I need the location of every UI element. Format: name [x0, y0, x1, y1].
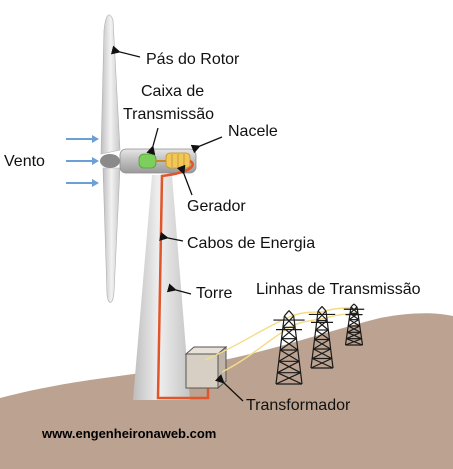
label-transformer: Transformador	[246, 397, 351, 414]
arrow-icon	[166, 283, 192, 295]
arrow-icon	[190, 136, 223, 154]
pylon	[273, 310, 305, 385]
arrow-icon	[214, 374, 244, 402]
rotor-blade-lower	[102, 167, 121, 303]
wind-arrow-icon	[66, 179, 99, 187]
transformer	[185, 353, 219, 389]
label-nacelle: Nacele	[228, 123, 278, 140]
ground	[0, 313, 453, 469]
pylon	[343, 303, 365, 346]
tower	[133, 175, 190, 400]
label-wind: Vento	[4, 153, 45, 170]
arrow-icon	[159, 231, 184, 242]
rotor-hub	[100, 154, 120, 168]
arrow-icon	[110, 45, 141, 58]
transmission-pylons	[273, 303, 365, 385]
label-generator: Gerador	[187, 198, 246, 215]
label-gearbox-line1: Caixa de	[141, 83, 204, 100]
label-rotor-blades: Pás do Rotor	[146, 51, 240, 68]
gearbox	[138, 153, 157, 169]
arrow-icon	[176, 164, 193, 196]
label-gearbox-line2: Transmissão	[123, 106, 214, 123]
pylon	[308, 306, 336, 369]
label-tower: Torre	[196, 285, 233, 302]
wind-arrows	[66, 135, 99, 187]
wind-arrow-icon	[66, 135, 99, 143]
arrow-icon	[146, 127, 159, 156]
label-power-cables: Cabos de Energia	[187, 235, 315, 252]
wind-arrow-icon	[66, 157, 99, 165]
rotor-blade-upper	[100, 14, 121, 155]
label-transmission-lines: Linhas de Transmissão	[256, 281, 421, 298]
website-footer: www.engenheironaweb.com	[41, 426, 216, 441]
